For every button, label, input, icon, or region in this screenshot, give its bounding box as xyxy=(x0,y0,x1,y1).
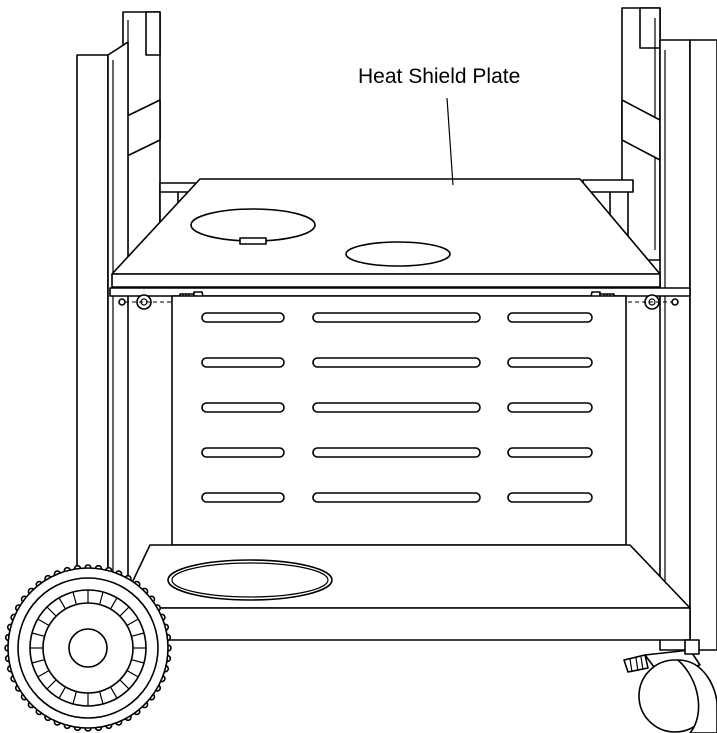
wheel-spoke xyxy=(131,659,145,664)
wheel-spoke xyxy=(37,618,50,627)
bolt-hole-icon xyxy=(118,298,126,306)
vent-slot xyxy=(507,492,593,503)
wheel-spoke xyxy=(72,591,77,605)
right-frame xyxy=(609,7,717,651)
wheel-spoke xyxy=(109,597,118,610)
bottom-shelf xyxy=(119,544,691,641)
wheel-spoke xyxy=(46,679,57,690)
wheel-spoke xyxy=(99,591,104,605)
wheel-spoke xyxy=(72,691,77,705)
wheel-spoke xyxy=(109,686,118,699)
wheel-spoke xyxy=(126,669,139,678)
wheel-spoke xyxy=(37,669,50,678)
vent-slot xyxy=(312,447,481,458)
wheel-spoke xyxy=(58,597,67,610)
heat-shield-plate xyxy=(111,178,661,288)
wheel-spoke xyxy=(131,632,145,637)
wheel-spoke xyxy=(99,691,104,705)
callout-label: Heat Shield Plate xyxy=(358,65,520,88)
vent-slot xyxy=(312,402,481,413)
wheel-spoke xyxy=(46,606,57,617)
back-panel xyxy=(171,295,627,546)
vent-slot xyxy=(201,312,285,323)
wheel-spoke xyxy=(126,618,139,627)
vent-slot xyxy=(201,357,285,368)
vent-slot xyxy=(507,447,593,458)
bolt-hole-icon xyxy=(671,298,679,306)
wheel-spoke xyxy=(119,606,130,617)
wheel-spoke xyxy=(58,686,67,699)
wheel-spoke xyxy=(31,632,45,637)
wheel-spoke xyxy=(31,659,45,664)
callout: Heat Shield Plate xyxy=(358,65,520,186)
vent-slot xyxy=(201,447,285,458)
caster-icon xyxy=(623,639,717,733)
vent-slot xyxy=(312,357,481,368)
vent-slot xyxy=(312,492,481,503)
vent-slot xyxy=(312,312,481,323)
wheel-icon xyxy=(4,564,172,732)
vent-slot xyxy=(507,312,593,323)
wheel-spoke xyxy=(119,679,130,690)
vent-slot xyxy=(507,357,593,368)
vent-slots xyxy=(201,312,593,503)
vent-slot xyxy=(507,402,593,413)
vent-slot xyxy=(201,492,285,503)
vent-slot xyxy=(201,402,285,413)
